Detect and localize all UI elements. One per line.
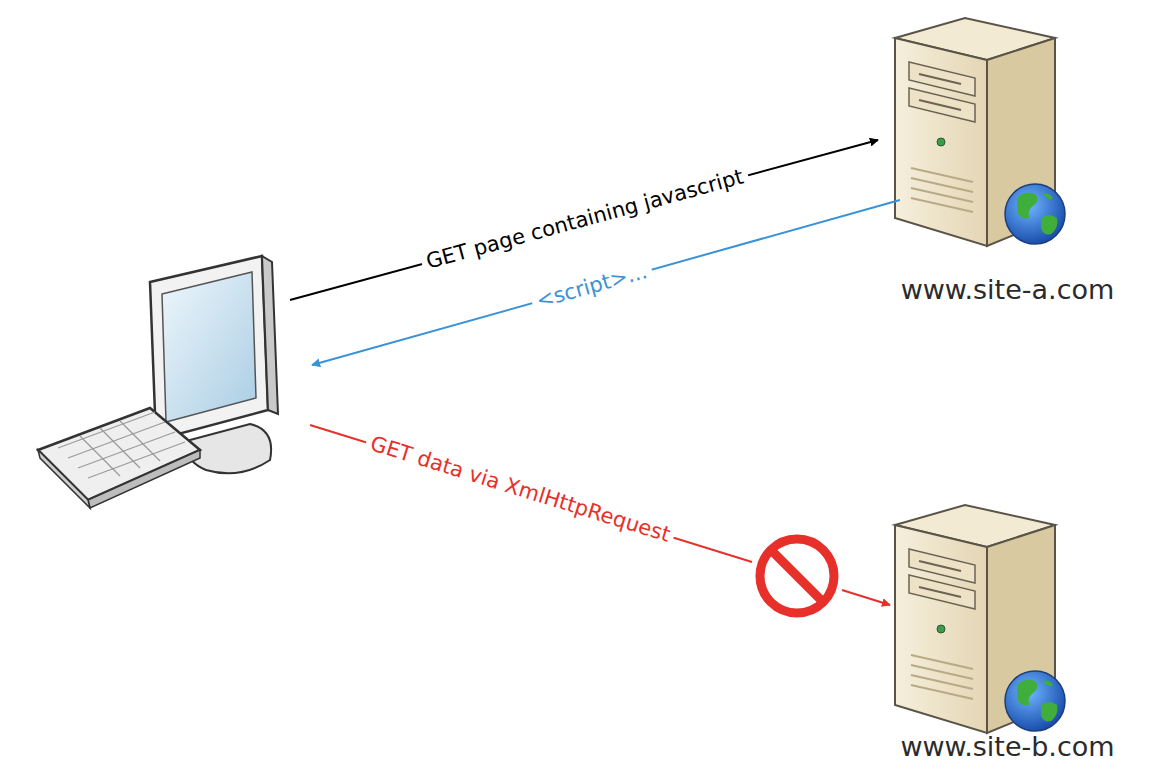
server-hostname: www.site-b.com: [865, 731, 1150, 762]
server-hostname: www.site-a.com: [865, 274, 1150, 305]
server-node: www.site-a.com: [865, 12, 1150, 311]
computer-icon: [38, 256, 278, 508]
blocked-request-arrow: [842, 590, 890, 605]
blocked-request-label: GET data via XmlHttpRequest: [362, 430, 677, 549]
server-icon: [895, 18, 1065, 246]
blocked-request-line: [310, 425, 752, 562]
server-icon: [895, 505, 1065, 733]
request-label: GET page containing javascript: [419, 164, 752, 277]
response-label: <script>...: [529, 258, 655, 316]
server-node: www.site-b.com: [865, 499, 1150, 768]
prohibition-symbol: [760, 539, 834, 613]
